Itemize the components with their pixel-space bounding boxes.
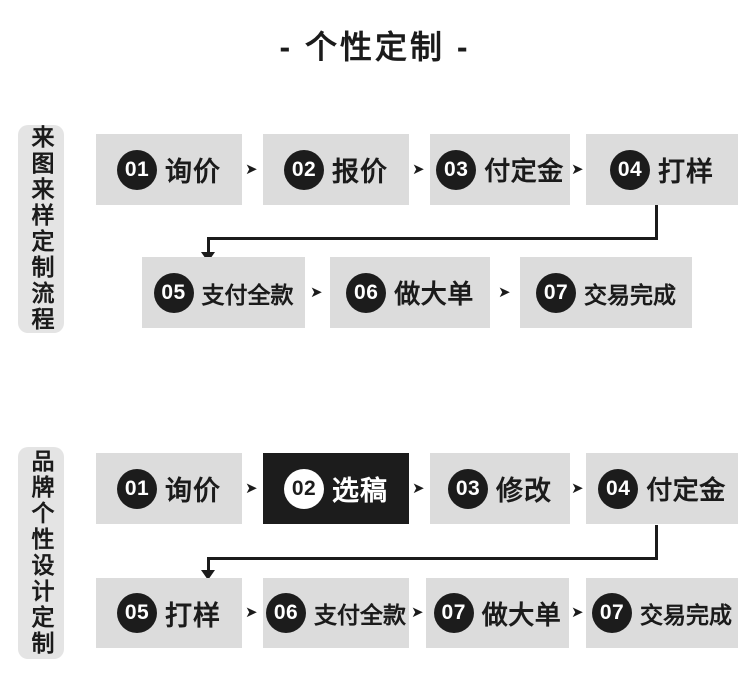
step-box: 01 询价 (96, 134, 242, 205)
flow-arrow-icon: ➤ (411, 604, 424, 621)
step-number-badge: 03 (448, 468, 488, 509)
step-label: 交易完成 (640, 602, 732, 628)
step-box: 04 付定金 (586, 453, 738, 524)
step-label: 付定金 (484, 156, 564, 186)
section-label-vertical: 来图来样定制流程 (18, 125, 64, 333)
step-number-badge: 04 (610, 149, 650, 190)
step-label: 修改 (496, 476, 552, 506)
step-label: 交易完成 (584, 281, 676, 308)
flow-arrow-icon: ➤ (571, 480, 584, 497)
step-number-badge: 01 (117, 468, 157, 509)
step-label: 支付全款 (314, 602, 406, 628)
step-box: 07 交易完成 (520, 257, 692, 328)
step-number-badge: 07 (592, 593, 632, 633)
step-number-badge: 07 (536, 272, 576, 313)
step-number-badge: 02 (284, 149, 324, 190)
connector-line (655, 205, 658, 240)
flow-arrow-icon: ➤ (571, 604, 584, 621)
step-label: 支付全款 (201, 281, 294, 308)
step-box: 02 报价 (263, 134, 409, 205)
step-box: 07 做大单 (426, 578, 569, 648)
flow-arrow-icon: ➤ (245, 604, 258, 621)
step-box: 03 修改 (430, 453, 570, 524)
flow-arrow-icon: ➤ (245, 480, 258, 497)
step-label: 做大单 (481, 599, 562, 630)
step-label: 做大单 (394, 279, 474, 309)
step-box: 03 付定金 (430, 134, 570, 205)
step-number-badge: 06 (346, 272, 387, 313)
step-number-badge: 04 (598, 468, 639, 509)
step-label: 打样 (658, 157, 714, 187)
step-label: 打样 (165, 600, 221, 631)
step-box: 05 打样 (96, 578, 242, 648)
section-label-vertical: 品牌个性设计定制 (18, 447, 64, 659)
step-box: 04 打样 (586, 134, 738, 205)
flow-arrow-icon: ➤ (571, 161, 584, 178)
page-title: - 个性定制 - (279, 29, 471, 65)
step-number-badge: 03 (436, 149, 477, 190)
step-box: 06 支付全款 (263, 578, 409, 648)
step-box-highlighted: 02 选稿 (263, 453, 409, 524)
connector-line (655, 525, 658, 560)
step-number-badge: 05 (117, 593, 157, 633)
step-label: 报价 (332, 157, 388, 187)
flow-arrow-icon: ➤ (310, 284, 323, 301)
step-box: 07 交易完成 (586, 578, 738, 648)
connector-line (207, 557, 210, 571)
connector-line (207, 237, 658, 240)
step-box: 06 做大单 (330, 257, 490, 328)
flow-arrow-icon: ➤ (412, 161, 425, 178)
flow-arrow-icon: ➤ (245, 161, 258, 178)
step-label: 询价 (165, 476, 221, 506)
flow-arrow-icon: ➤ (412, 480, 425, 497)
step-box: 05 支付全款 (142, 257, 305, 328)
step-number-badge: 07 (433, 593, 474, 633)
connector-arrowhead (201, 570, 215, 580)
connector-line (207, 237, 210, 253)
flow-arrow-icon: ➤ (498, 284, 511, 301)
connector-line (207, 557, 658, 560)
step-number-badge: 06 (266, 593, 306, 633)
step-label: 付定金 (646, 475, 726, 505)
step-label: 询价 (165, 157, 221, 187)
step-number-badge: 01 (117, 149, 157, 190)
step-number-badge: 05 (153, 272, 194, 313)
step-label: 选稿 (332, 476, 388, 506)
step-box: 01 询价 (96, 453, 242, 524)
step-number-badge: 02 (284, 468, 324, 509)
